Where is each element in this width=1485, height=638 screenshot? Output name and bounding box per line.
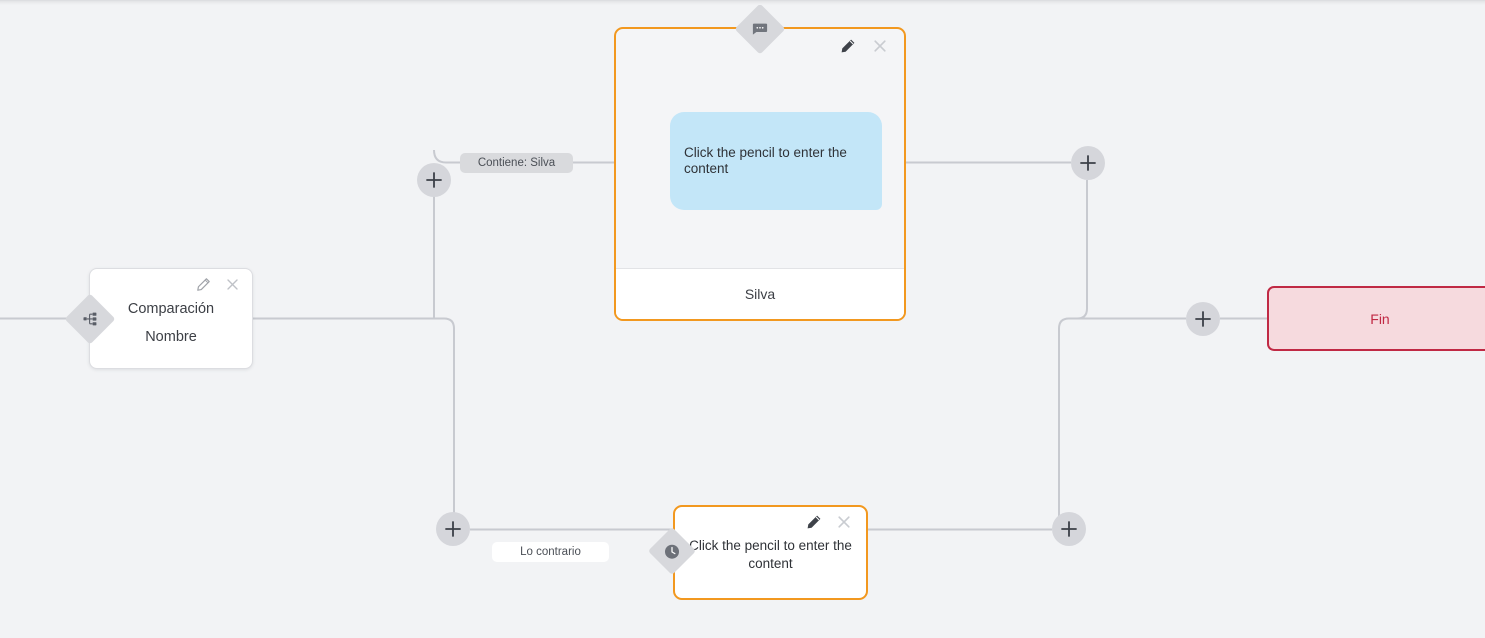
end-node-label: Fin bbox=[1370, 310, 1390, 327]
comparison-node-title: Comparación bbox=[127, 301, 215, 317]
clock-icon bbox=[664, 543, 681, 560]
comparison-node[interactable]: Comparación Nombre bbox=[89, 268, 253, 369]
pencil-icon[interactable] bbox=[840, 38, 856, 54]
message-node-footer: Silva bbox=[616, 268, 904, 319]
close-icon[interactable] bbox=[872, 38, 888, 54]
edge-true-to-message bbox=[433, 149, 614, 164]
delay-node-badge bbox=[647, 526, 697, 576]
message-node-footer-label: Silva bbox=[744, 286, 776, 302]
add-node-button-after-message[interactable] bbox=[1071, 146, 1105, 180]
close-icon[interactable] bbox=[836, 514, 852, 530]
plus-icon bbox=[1195, 311, 1211, 327]
comparison-node-actions bbox=[196, 277, 240, 292]
message-bubble-text: Click the pencil to enter the content bbox=[684, 145, 847, 176]
edge-comparison-to-branch-true bbox=[253, 317, 455, 519]
delay-node-text: Click the pencil to enter the content bbox=[689, 538, 852, 571]
close-icon[interactable] bbox=[225, 277, 240, 292]
comparison-node-badge bbox=[64, 293, 116, 345]
message-node-badge bbox=[734, 3, 786, 55]
plus-icon bbox=[1080, 155, 1096, 171]
plus-icon bbox=[1061, 521, 1077, 537]
comparison-node-body: Comparación Nombre bbox=[90, 301, 252, 357]
delay-node[interactable]: Click the pencil to enter the content bbox=[673, 505, 868, 600]
message-bubble[interactable]: Click the pencil to enter the content bbox=[670, 112, 882, 210]
delay-node-actions bbox=[806, 514, 852, 530]
edge-label-branch-true[interactable]: Contiene: Silva bbox=[460, 153, 573, 173]
plus-icon bbox=[445, 521, 461, 537]
speech-bubble-icon bbox=[752, 21, 768, 37]
plus-icon bbox=[426, 172, 442, 188]
comparison-node-field: Nombre bbox=[145, 329, 197, 345]
edge-label-branch-false[interactable]: Lo contrario bbox=[492, 542, 609, 562]
edge-merge-down-to-delay bbox=[1058, 317, 1070, 530]
add-node-button-branch-true[interactable] bbox=[417, 163, 451, 197]
canvas-top-shadow bbox=[0, 0, 1485, 5]
add-node-button-branch-false[interactable] bbox=[436, 512, 470, 546]
branch-icon bbox=[82, 311, 98, 327]
edge-plus-down-to-merge bbox=[1069, 180, 1088, 320]
pencil-icon[interactable] bbox=[806, 514, 822, 530]
add-node-button-before-end[interactable] bbox=[1186, 302, 1220, 336]
message-node[interactable]: Click the pencil to enter the content Si… bbox=[614, 27, 906, 321]
pencil-icon[interactable] bbox=[196, 277, 211, 292]
message-node-actions bbox=[840, 38, 888, 54]
add-node-button-after-delay[interactable] bbox=[1052, 512, 1086, 546]
end-node[interactable]: Fin bbox=[1267, 286, 1485, 351]
